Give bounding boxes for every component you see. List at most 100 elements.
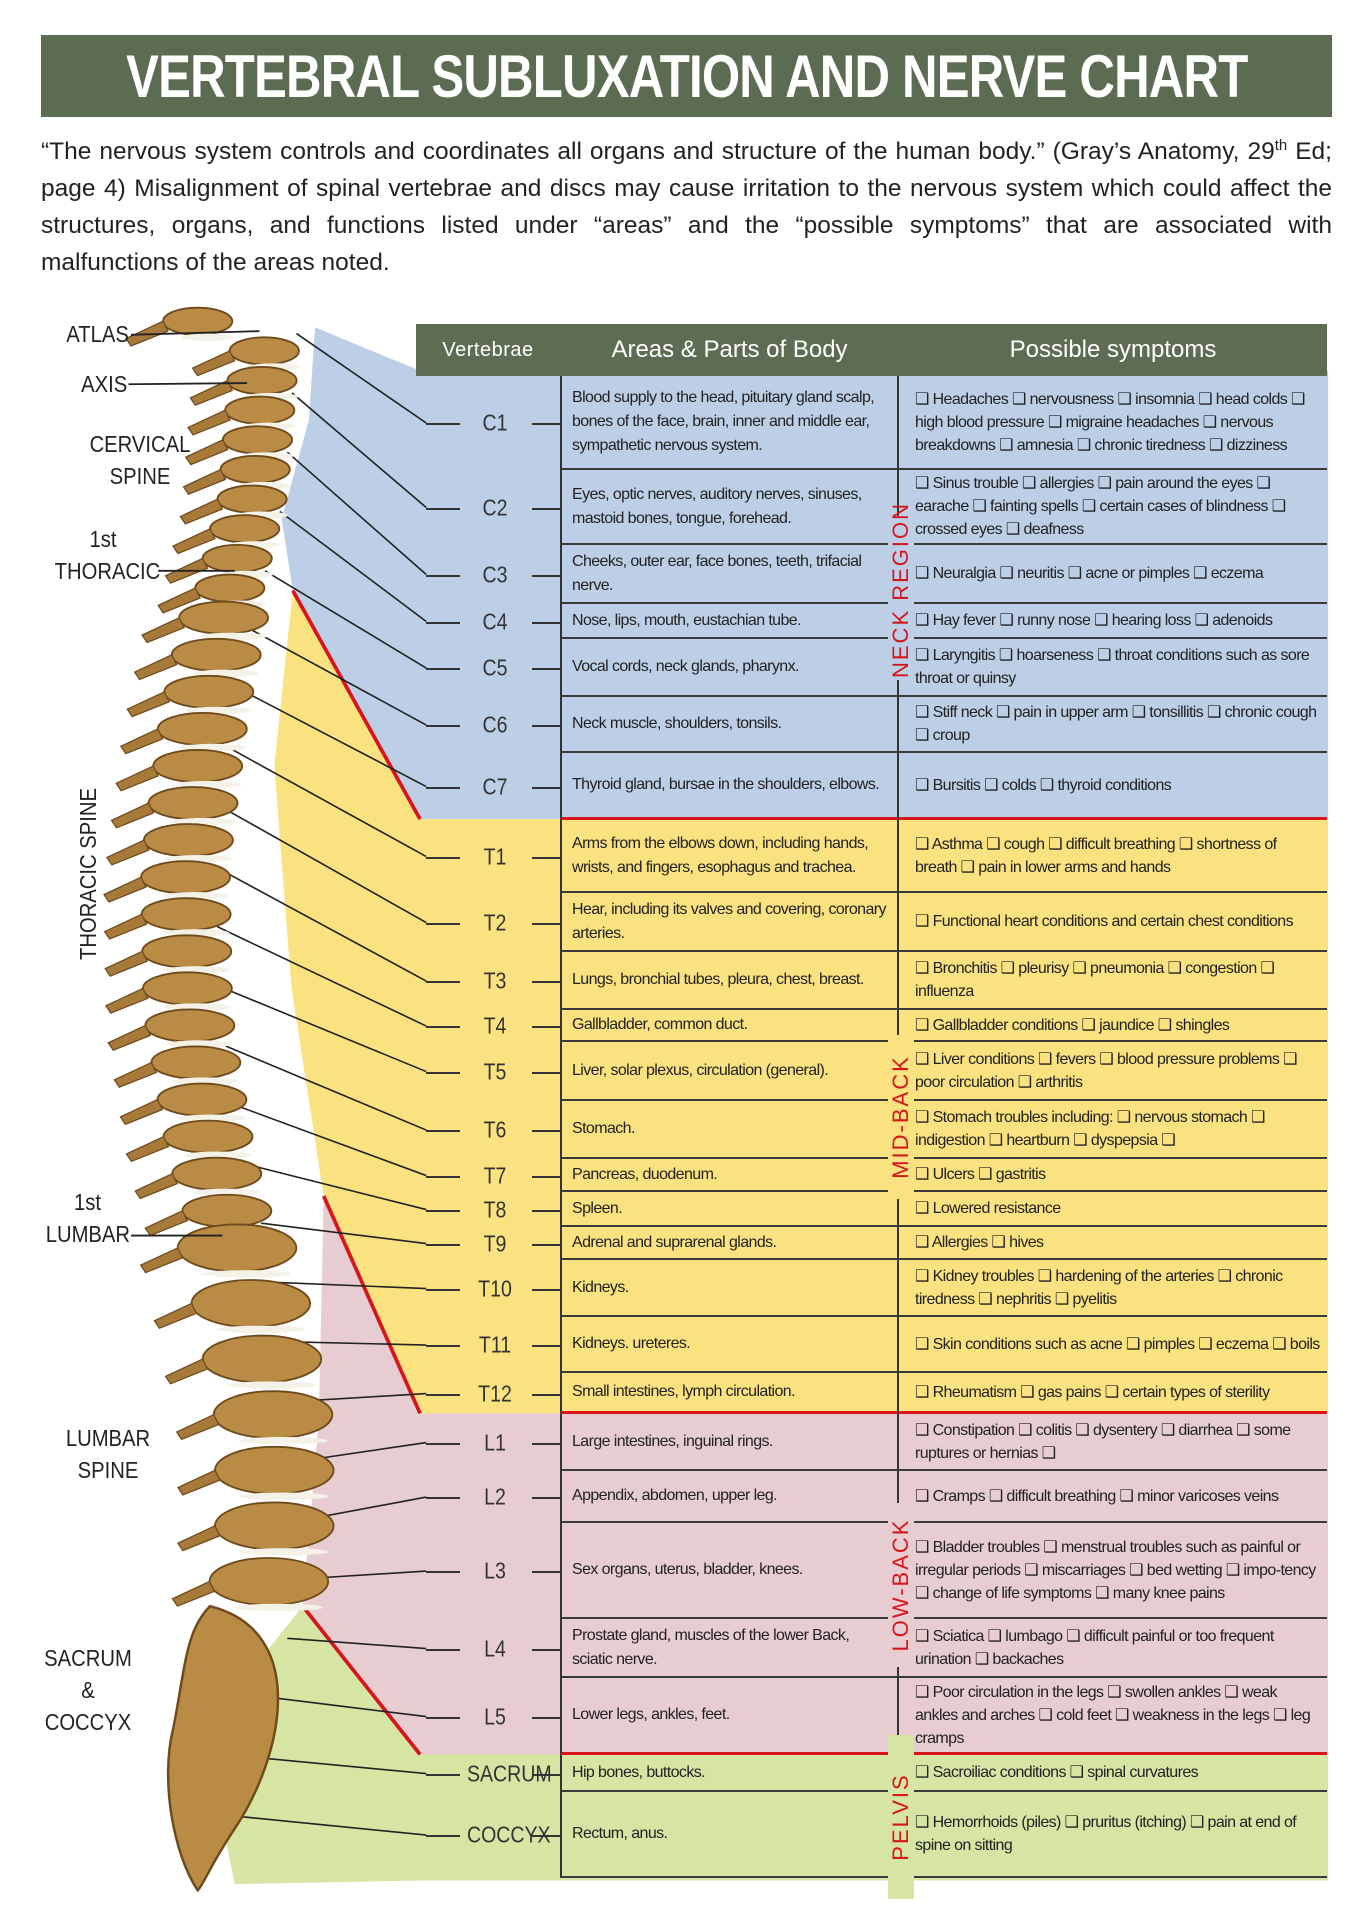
areas-cell: Gallbladder, common duct. — [560, 1010, 899, 1042]
spinous-process — [133, 654, 178, 681]
nerve-line — [532, 668, 560, 670]
nerve-line — [532, 1571, 560, 1573]
areas-cell: Hear, including its valves and covering,… — [560, 893, 899, 952]
symptoms-cell: ❑ Ulcers ❑ gastritis — [899, 1159, 1327, 1192]
nerve-line — [426, 1175, 460, 1178]
symptoms-cell: ❑ Lowered resistance — [899, 1192, 1327, 1227]
areas-cell: Thyroid gland, bursae in the shoulders, … — [560, 753, 899, 820]
nerve-line — [279, 510, 427, 623]
vertebra-cell: L1 — [416, 1414, 560, 1471]
areas-cell: Arms from the elbows down, including han… — [560, 820, 899, 893]
disc — [184, 1151, 252, 1159]
vertebra-cell: C4 — [416, 604, 560, 639]
symptoms-cell: ❑ Stomach troubles including: ❑ nervous … — [899, 1101, 1327, 1159]
spinous-process — [182, 468, 227, 495]
areas-cell: Pancreas, duodenum. — [560, 1159, 899, 1192]
nerve-line — [532, 574, 560, 577]
vertebra-label: T8 — [483, 1196, 507, 1222]
disc — [239, 1492, 329, 1500]
areas-cell: Kidneys. — [560, 1260, 899, 1317]
nerve-line — [233, 1103, 427, 1177]
disc — [163, 1003, 231, 1011]
region-label-pelvis: PELVIS — [888, 1734, 914, 1899]
areas-cell: Neck muscle, shoulders, tonsils. — [560, 697, 899, 753]
disc — [166, 1040, 234, 1048]
vertebra-label: C7 — [482, 773, 508, 799]
vertebra-label: T12 — [478, 1380, 512, 1406]
spinous-process — [189, 379, 234, 407]
nerve-line — [215, 866, 427, 982]
nerve-line — [532, 1393, 560, 1396]
nerve-line — [532, 507, 560, 510]
vertebra-cell: C6 — [416, 697, 560, 753]
symptoms-cell: ❑ Bladder troubles ❑ menstrual troubles … — [899, 1523, 1327, 1619]
spinous-process — [187, 409, 231, 436]
vertebra-label: L1 — [484, 1429, 506, 1455]
nerve-line — [532, 1442, 560, 1445]
axis-pointer — [128, 382, 248, 386]
nerve-line — [222, 807, 427, 924]
vertebra-cell: T7 — [416, 1159, 560, 1192]
nerve-line — [426, 1243, 460, 1246]
vertebra-cell: L2 — [416, 1471, 560, 1523]
nerve-line — [532, 856, 560, 859]
nerve-line — [532, 922, 560, 925]
header-symptoms: Possible symptoms — [1009, 336, 1217, 363]
areas-cell: Rectum, anus. — [560, 1792, 899, 1878]
spinous-process — [125, 1135, 170, 1163]
areas-cell: Lower legs, ankles, feet. — [560, 1678, 899, 1755]
nerve-line — [532, 1773, 560, 1776]
nerve-line — [426, 1716, 460, 1719]
symptoms-cell: ❑ Allergies ❑ hives — [899, 1227, 1327, 1260]
table-row: T12 Small intestines, lymph circulation.❑… — [416, 1373, 1327, 1414]
nerve-line — [532, 1497, 560, 1499]
vertebra-cell: T6 — [416, 1101, 560, 1159]
disc — [238, 1436, 328, 1445]
areas-cell: Hip bones, buttocks. — [560, 1755, 899, 1792]
page-title: VERTEBRAL SUBLUXATION AND NERVE CHART — [125, 42, 1248, 110]
intro-paragraph: “The nervous system controls and coordin… — [41, 133, 1332, 281]
areas-cell: Small intestines, lymph circulation. — [560, 1373, 899, 1414]
vertebra-body — [152, 749, 244, 784]
vertebra-label: C5 — [482, 654, 508, 681]
intro-text-2: Ed; page 4) Misalignment of spinal verte… — [41, 138, 1332, 276]
vertebra-label: T9 — [483, 1230, 507, 1256]
nerve-line — [426, 621, 460, 624]
areas-cell: Prostate gland, muscles of the lower Bac… — [560, 1619, 899, 1678]
nerve-line — [261, 1222, 427, 1245]
nerve-line — [289, 1340, 427, 1346]
disc — [172, 1077, 240, 1085]
vertebra-label: C4 — [482, 608, 508, 634]
vertebra-body — [163, 674, 255, 709]
disc — [216, 1325, 306, 1334]
spinous-process — [175, 1413, 220, 1441]
symptoms-cell: ❑ Sacroiliac conditions ❑ spinal curvatu… — [899, 1755, 1327, 1792]
vertebra-body — [176, 1223, 298, 1273]
label-first-lumbar: 1st LUMBAR — [45, 1189, 131, 1247]
table-row: C7 Thyroid gland, bursae in the shoulders… — [416, 753, 1327, 820]
nerve-line — [426, 423, 460, 425]
nerve-line — [426, 1130, 460, 1132]
nerve-line — [264, 570, 427, 669]
vertebra-label: T7 — [483, 1162, 507, 1188]
symptoms-cell: ❑ Rheumatism ❑ gas pains ❑ certain types… — [899, 1373, 1327, 1414]
intro-sup: th — [1274, 136, 1288, 154]
spinous-process — [119, 1098, 164, 1126]
vertebra-body — [178, 600, 270, 635]
spinous-process — [115, 765, 159, 792]
nerve-line — [296, 332, 427, 424]
nerve-line — [532, 1209, 560, 1212]
symptoms-cell: ❑ Sinus trouble ❑ allergies ❑ pain aroun… — [899, 470, 1327, 545]
nerve-line — [426, 856, 460, 859]
nerve-line — [426, 786, 460, 789]
nerve-line — [532, 1648, 560, 1651]
vertebra-body — [201, 1334, 323, 1384]
